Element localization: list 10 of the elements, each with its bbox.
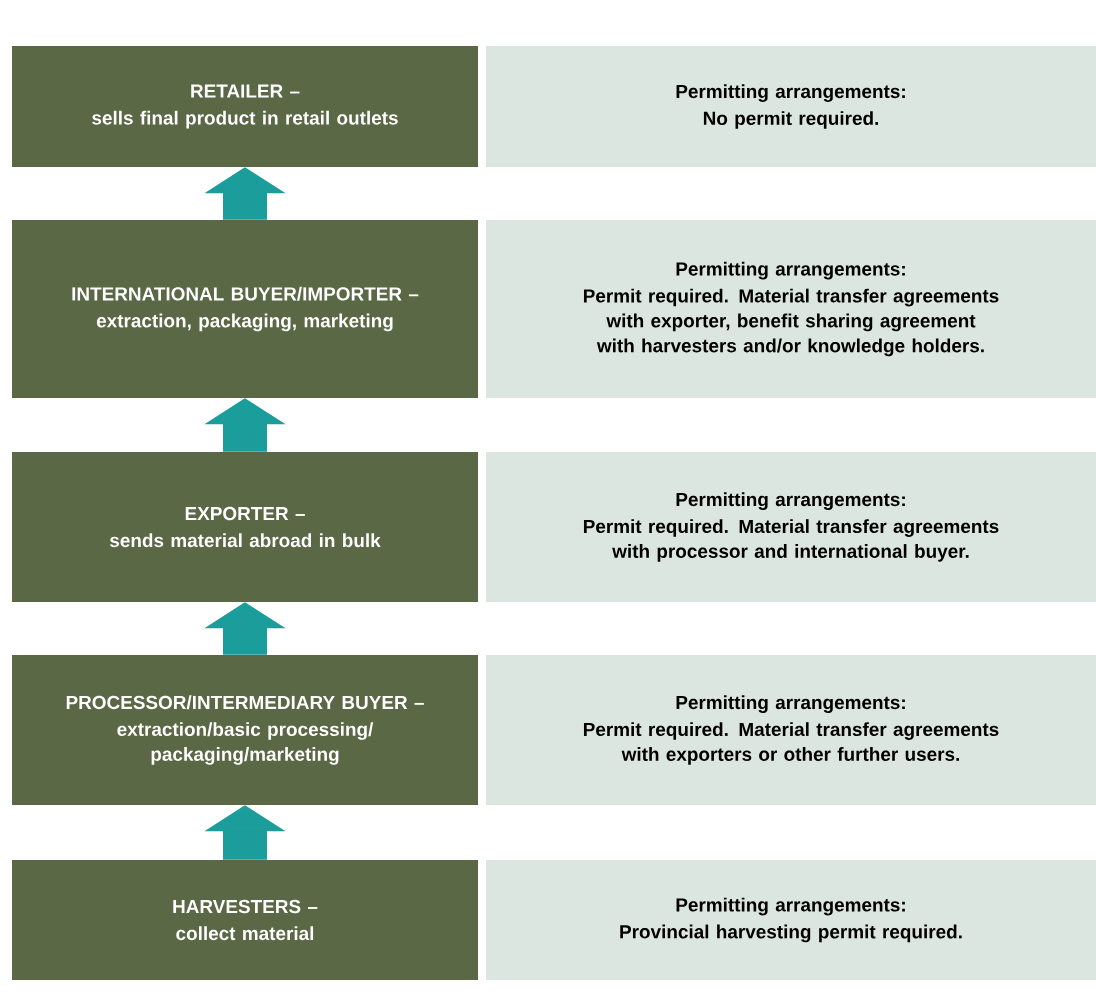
stage-box: INTERNATIONAL BUYER/IMPORTER – extraction, packaging, marketing xyxy=(12,220,478,398)
permit-box: Permitting arrangements: Permit required. Material transfer agreements with exporters or other further users. xyxy=(486,655,1096,805)
stage-box: PROCESSOR/INTERMEDIARY BUYER – extraction/basic processing/ packaging/marketing xyxy=(12,655,478,805)
permit-box: Permitting arrangements: Permit required. Material transfer agreements with processor and international buyer. xyxy=(486,452,1096,602)
stage-box: HARVESTERS – collect material xyxy=(12,860,478,980)
stage-box: EXPORTER – sends material abroad in bulk xyxy=(12,452,478,602)
stage-box: RETAILER – sells final product in retail outlets xyxy=(12,46,478,167)
permit-box: Permitting arrangements: Permit required. Material transfer agreements with exporter, benefit sharing agreement with harvesters and/or knowledge holders. xyxy=(486,220,1096,398)
permit-box: Permitting arrangements: Provincial harvesting permit required. xyxy=(486,860,1096,980)
permit-box: Permitting arrangements: No permit required. xyxy=(486,46,1096,167)
